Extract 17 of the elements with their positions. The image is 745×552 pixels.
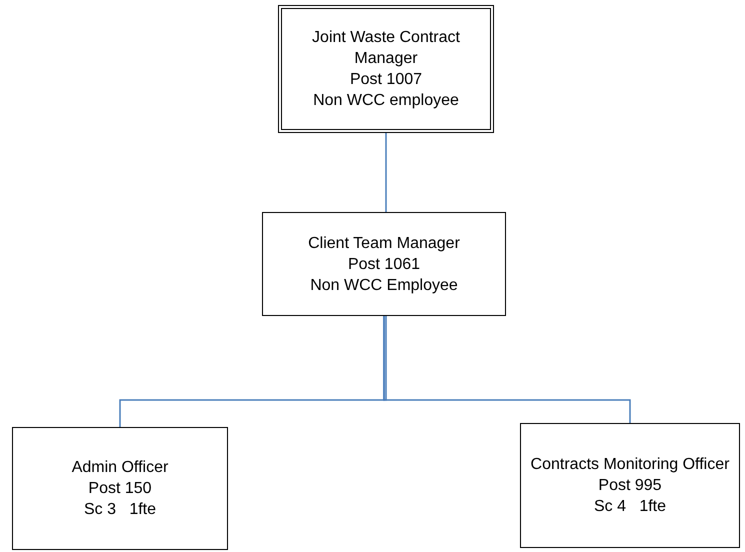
org-chart-box — [262, 212, 506, 316]
position-text: Non WCC Employee — [310, 276, 458, 296]
position-text: Joint Waste Contract Manager — [311, 28, 461, 69]
position-text: Non WCC employee — [313, 91, 459, 111]
connector-line — [383, 316, 631, 423]
position-text: Post 150 — [88, 479, 152, 499]
org-chart-box — [278, 5, 494, 133]
position-text: Admin Officer — [72, 458, 168, 478]
position-text: Post 995 — [598, 476, 662, 496]
position-text: Post 1061 — [348, 254, 420, 274]
org-chart-box — [12, 427, 228, 550]
position-text: Sc 3 1fte — [84, 500, 156, 520]
position-text: Sc 4 1fte — [594, 497, 666, 517]
position-text: Contracts Monitoring Officer — [530, 455, 730, 475]
position-text: Post 1007 — [350, 70, 422, 90]
org-chart-box — [520, 423, 740, 548]
position-text: Client Team Manager — [308, 234, 460, 254]
